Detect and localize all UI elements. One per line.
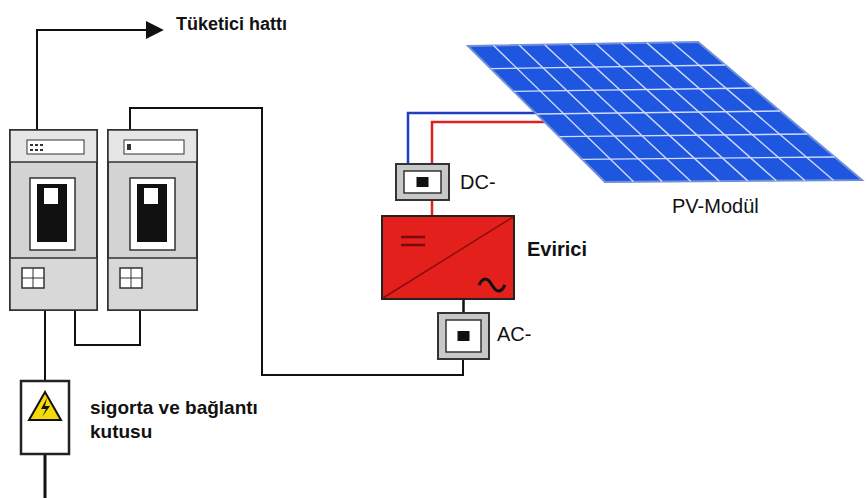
dc-wire xyxy=(408,113,535,163)
switch-housing xyxy=(438,313,489,359)
wire-connector xyxy=(431,201,434,215)
solar-panel xyxy=(468,42,862,182)
warning-triangle xyxy=(29,392,61,420)
fuse-box xyxy=(21,381,69,454)
panel-grid xyxy=(491,42,835,181)
fuse-junction-box: sigorta ve bağlantı kutusu xyxy=(20,380,70,455)
dc-symbol xyxy=(401,237,425,245)
meter-cabinet xyxy=(108,130,197,310)
ac-symbol xyxy=(479,279,505,291)
switch-toggle xyxy=(458,331,470,341)
inverter-diagonal xyxy=(383,217,513,298)
meter-cabinet xyxy=(10,130,97,310)
wire-connector xyxy=(432,122,545,163)
ac-switch: AC- xyxy=(437,312,490,360)
node-label: PV-Modül xyxy=(672,194,759,219)
inverter: Evirici xyxy=(381,215,515,300)
switch-housing xyxy=(396,164,449,200)
pv-module-shape xyxy=(468,42,862,182)
inverter-body xyxy=(382,216,514,299)
dc-switch: DC- xyxy=(395,163,450,201)
supply-wire xyxy=(44,310,46,380)
dc-switch-shape xyxy=(395,163,450,201)
consumer-line xyxy=(37,30,162,130)
node-label: sigorta ve bağlantı kutusu xyxy=(90,396,260,444)
switch-toggle xyxy=(417,177,429,187)
switch-plate xyxy=(446,320,481,352)
supply-wire xyxy=(44,455,47,498)
lightning-bolt xyxy=(41,398,50,417)
node-label: DC- xyxy=(460,170,496,195)
pv-module: PV-Modül xyxy=(468,42,862,182)
node-label: Evirici xyxy=(527,237,587,262)
fuse-junction-box-shape xyxy=(20,380,70,455)
line-label: Tüketici hattı xyxy=(176,14,287,35)
switch-plate xyxy=(404,171,441,193)
meter-wire xyxy=(75,310,140,345)
ac-switch-shape xyxy=(437,312,490,360)
inverter-shape xyxy=(381,215,515,300)
node-label: AC- xyxy=(497,322,531,347)
wire-connector xyxy=(462,300,465,312)
